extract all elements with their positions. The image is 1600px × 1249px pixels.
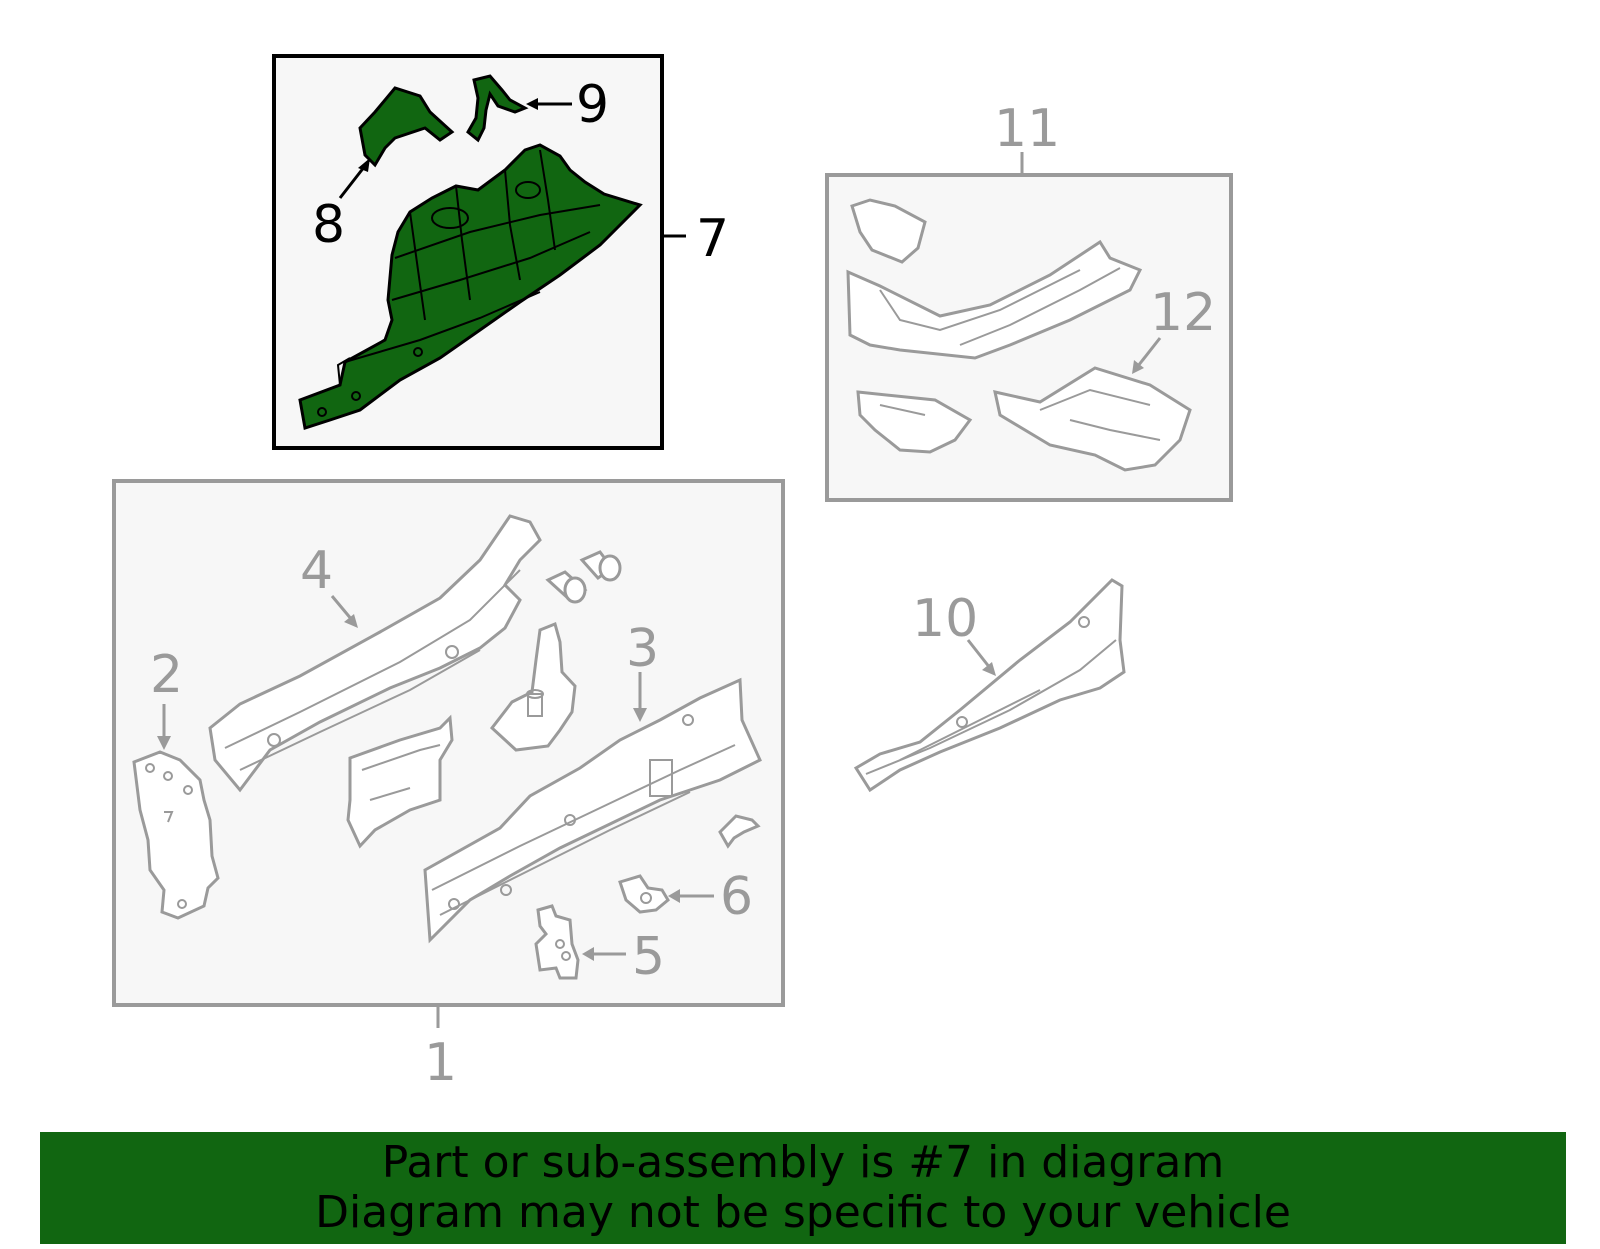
callout-12: 12 [1150, 283, 1216, 343]
leader-10 [966, 639, 992, 669]
part-11-pieces[interactable] [846, 198, 1192, 472]
part-4-detail-lines [224, 569, 521, 771]
callout-3: 3 [626, 619, 659, 679]
arrow-4 [344, 614, 358, 628]
arrow-2 [157, 736, 171, 750]
callout-11: 11 [994, 99, 1060, 159]
callout-8: 8 [312, 195, 345, 255]
callout-6: 6 [720, 867, 753, 927]
part-9-bracket[interactable] [466, 74, 529, 143]
leader-12 [1136, 337, 1162, 367]
part-10-group[interactable]: 10 [853, 578, 1126, 793]
part-2-detail-lines [145, 763, 193, 909]
assembly-7-group[interactable]: 7 8 9 [272, 54, 729, 450]
part-7-detail-lines [317, 149, 601, 417]
part-middle-bracket-detail [361, 744, 441, 801]
part-10-rail[interactable] [853, 578, 1126, 793]
arrow-6 [668, 889, 680, 903]
callout-5: 5 [632, 927, 665, 987]
banner-line-1: Part or sub-assembly is #7 in diagram [381, 1137, 1225, 1188]
callout-7: 7 [696, 209, 729, 269]
part-2-plate[interactable] [132, 750, 220, 920]
assembly-11-group[interactable]: 11 12 [825, 99, 1233, 502]
callout-9: 9 [576, 75, 609, 135]
part-3-rail[interactable] [423, 677, 762, 944]
callout-10: 10 [912, 589, 978, 649]
info-banner: Part or sub-assembly is #7 in diagram Di… [40, 1132, 1566, 1244]
part-7-rail[interactable] [298, 143, 643, 430]
arrow-10 [982, 662, 996, 676]
arrow-3 [633, 708, 647, 722]
assembly-1-group[interactable]: 1 4 2 [112, 479, 785, 1093]
part-6-hole [640, 892, 652, 904]
part-3-detail-lines [431, 714, 736, 916]
callout-1: 1 [424, 1033, 457, 1093]
part-small-clip[interactable] [718, 814, 761, 849]
banner-line-2: Diagram may not be specific to your vehi… [315, 1187, 1291, 1238]
part-10-detail-lines [865, 616, 1117, 775]
part-tower-bracket-detail [526, 689, 544, 717]
arrow-9 [526, 98, 538, 110]
part-8-bracket[interactable] [358, 86, 455, 168]
bolt-parts[interactable] [545, 550, 622, 604]
callout-4: 4 [300, 541, 333, 601]
callout-2: 2 [150, 645, 183, 705]
arrow-12 [1132, 360, 1144, 374]
part-5-holes [555, 939, 571, 961]
part-11-detail-lines [879, 267, 1161, 441]
leader-4 [330, 595, 354, 621]
part-middle-bracket[interactable] [346, 714, 454, 849]
arrow-8 [358, 158, 370, 172]
arrow-5 [582, 947, 594, 961]
